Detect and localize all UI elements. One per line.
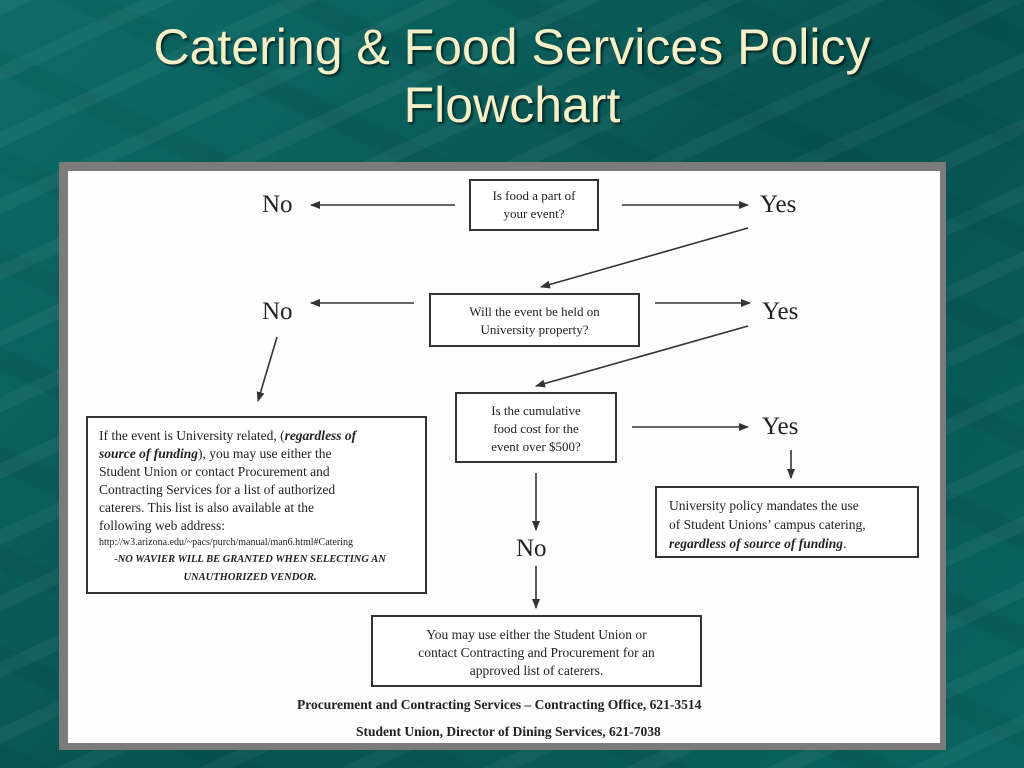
q3-line-3: event over $500? [491, 439, 581, 454]
arrow-yes2-to-q3 [535, 325, 749, 388]
q1-line-1: Is food a part of [492, 188, 576, 203]
arrow-no2-to-left-box [256, 336, 278, 402]
left-box-line-1-text: If the event is University related, ( [99, 428, 285, 443]
right-box-emphasis: regardless of source of funding [669, 536, 844, 551]
q2-yes-label: Yes [762, 298, 799, 325]
question-cost-over-500: Is the cumulative food cost for the even… [455, 392, 617, 463]
question-university-property: Will the event be held on University pro… [429, 293, 640, 347]
approved-caterers-box: You may use either the Student Union or … [371, 615, 702, 687]
student-union-mandate-box: University policy mandates the use of St… [655, 486, 919, 558]
left-box-line-1-emphasis: regardless of [284, 428, 357, 443]
question-food-part-of-event: Is food a part of your event? [469, 179, 599, 231]
warning-line-2: UNAUTHORIZED VENDOR. [183, 572, 317, 583]
left-box-line-2-text: ), you may use either the [198, 446, 332, 461]
off-property-instructions-box: If the event is University related, (reg… [86, 416, 427, 594]
q1-line-2: your event? [503, 206, 565, 221]
q3-yes-label: Yes [762, 413, 799, 440]
arrow-yes1-to-q2 [540, 227, 749, 289]
q2-line-2: University property? [480, 322, 589, 337]
left-box-line-3: Student Union or contact Procurement and [99, 464, 330, 479]
warning-line-1: -NO WAVIER WILL BE GRANTED WHEN SELECTIN… [114, 554, 386, 565]
right-box-line-1: University policy mandates the use [669, 498, 859, 513]
slide-title: Catering & Food Services Policy Flowchar… [0, 18, 1024, 134]
q2-line-1: Will the event be held on [469, 304, 600, 319]
left-box-line-4: Contracting Services for a list of autho… [99, 482, 336, 497]
q1-no-label: No [262, 191, 293, 218]
bottom-box-line-2: contact Contracting and Procurement for … [418, 645, 655, 660]
right-box-line-3: regardless of source of funding. [669, 534, 917, 553]
catering-url: http://w3.arizona.edu/~pacs/purch/manual… [99, 537, 353, 548]
q3-line-1: Is the cumulative [491, 403, 581, 418]
left-box-line-5: caterers. This list is also available at… [99, 500, 314, 515]
bottom-box-line-1: You may use either the Student Union or [426, 627, 647, 642]
title-line-2: Flowchart [403, 77, 621, 133]
title-line-1: Catering & Food Services Policy [153, 19, 871, 75]
bottom-box-line-3: approved list of caterers. [469, 663, 604, 678]
student-union-contact: Student Union, Director of Dining Servic… [356, 724, 661, 739]
q3-line-2: food cost for the [493, 421, 579, 436]
q2-no-label: No [262, 298, 293, 325]
procurement-contact: Procurement and Contracting Services – C… [297, 697, 702, 712]
left-box-line-6: following web address: [99, 518, 225, 533]
q1-yes-label: Yes [760, 191, 797, 218]
right-box-line-2: of Student Unions’ campus catering, [669, 517, 866, 532]
q3-no-label: No [516, 535, 547, 562]
left-box-line-2-emphasis: source of funding [99, 446, 199, 461]
left-box-line-1: If the event is University related, (reg… [99, 427, 425, 445]
left-box-line-2: source of funding), you may use either t… [99, 445, 425, 463]
right-box-period: . [843, 536, 847, 551]
